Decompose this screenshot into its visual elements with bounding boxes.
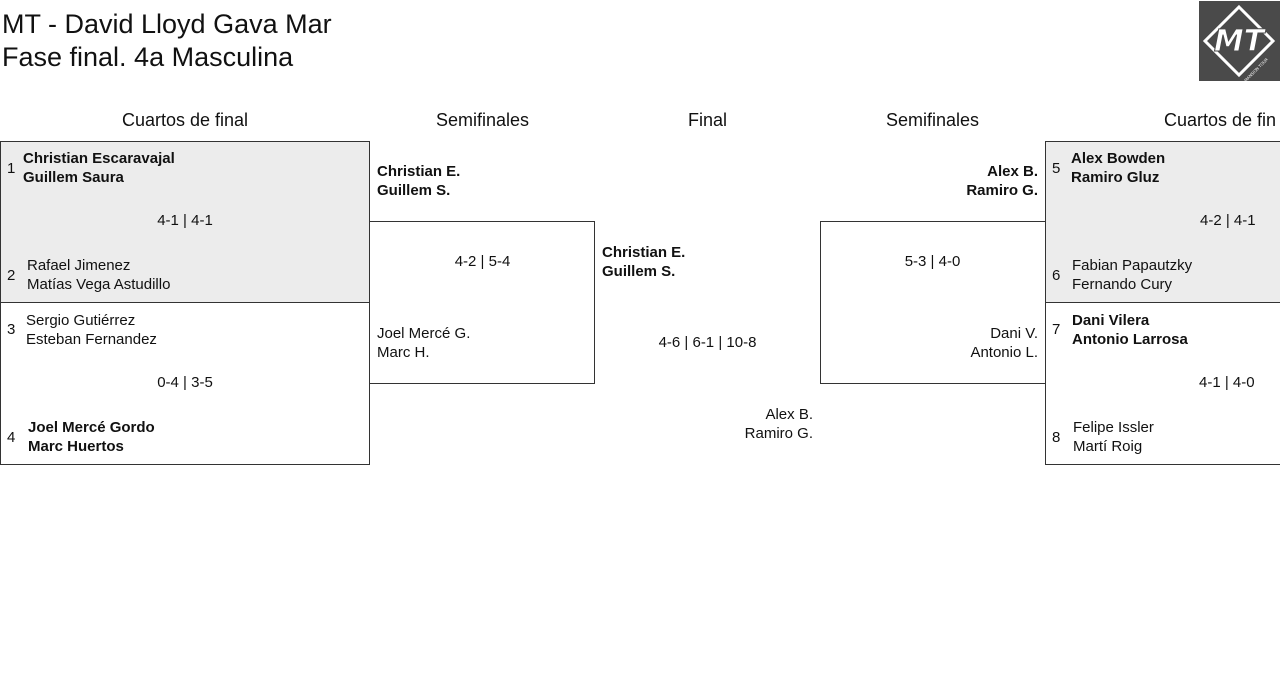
match-score: 0-4 | 3-5 — [157, 374, 213, 391]
semi-match-2 — [820, 221, 1046, 384]
player-name: Joel Mercé Gordo — [28, 419, 155, 436]
player-name: Ramiro G. — [966, 182, 1038, 199]
team-entry: Felipe Issler Martí Roig — [1073, 418, 1154, 456]
team-entry: Christian Escaravajal Guillem Saura — [23, 149, 175, 187]
team-entry: Alex B. Ramiro G. — [655, 405, 813, 443]
team-entry: Christian E. Guillem S. — [377, 162, 460, 200]
round-header-quarters-right: Cuartos de fin — [1164, 110, 1277, 130]
player-name: Sergio Gutiérrez — [26, 312, 136, 329]
team-entry: Joel Mercé Gordo Marc Huertos — [28, 418, 155, 456]
quarter-match-1 — [0, 141, 370, 303]
player-name: Esteban Fernandez — [26, 331, 157, 348]
team-entry: Alex B. Ramiro G. — [880, 162, 1038, 200]
round-header-semis-left: Semifinales — [435, 110, 530, 130]
title-line-2: Fase final. 4a Masculina — [2, 42, 294, 72]
player-name: Christian Escaravajal — [23, 150, 175, 167]
match-score: 4-2 | 5-4 — [454, 253, 511, 270]
seed-number: 3 — [7, 321, 16, 338]
seed-number: 5 — [1052, 160, 1061, 177]
team-entry: Joel Mercé G. Marc H. — [377, 324, 470, 362]
player-name: Marc H. — [377, 344, 430, 361]
team-entry: Dani Vilera Antonio Larrosa — [1072, 311, 1188, 349]
player-name: Fabian Papautzky — [1072, 257, 1193, 274]
round-header-semis-right: Semifinales — [885, 110, 980, 130]
page-title: MT - David Lloyd Gava Mar Fase final. 4a… — [2, 8, 332, 74]
player-name: Antonio Larrosa — [1072, 331, 1188, 348]
team-entry: Fabian Papautzky Fernando Cury — [1072, 256, 1192, 294]
player-name: Dani V. — [990, 325, 1038, 342]
tournament-logo: MT MANSION TOUR — [1199, 1, 1280, 81]
player-name: Martí Roig — [1073, 438, 1143, 455]
player-name: Guillem S. — [602, 263, 676, 280]
seed-number: 1 — [7, 160, 16, 177]
team-entry: Alex Bowden Ramiro Gluz — [1071, 149, 1165, 187]
player-name: Ramiro G. — [744, 425, 813, 442]
match-score: 5-3 | 4-0 — [904, 253, 961, 270]
round-header-final: Final — [687, 110, 727, 130]
seed-number: 4 — [7, 429, 16, 446]
seed-number: 2 — [7, 267, 16, 284]
player-name: Guillem S. — [377, 182, 451, 199]
player-name: Matías Vega Astudillo — [27, 276, 171, 293]
player-name: Felipe Issler — [1073, 419, 1154, 436]
player-name: Alex Bowden — [1071, 150, 1166, 167]
team-entry: Rafael Jimenez Matías Vega Astudillo — [27, 256, 170, 294]
player-name: Ramiro Gluz — [1071, 169, 1160, 186]
player-name: Antonio L. — [970, 344, 1038, 361]
seed-number: 7 — [1052, 321, 1061, 338]
team-entry: Dani V. Antonio L. — [880, 324, 1038, 362]
player-name: Guillem Saura — [23, 169, 124, 186]
player-name: Christian E. — [377, 163, 461, 180]
seed-number: 6 — [1052, 267, 1061, 284]
player-name: Fernando Cury — [1072, 276, 1173, 293]
seed-number: 8 — [1052, 429, 1061, 446]
logo-text: MT — [1214, 24, 1267, 59]
player-name: Rafael Jimenez — [27, 257, 131, 274]
player-name: Alex B. — [765, 406, 813, 423]
team-entry: Sergio Gutiérrez Esteban Fernandez — [26, 311, 157, 349]
logo-diamond-icon: MT MANSION TOUR — [1202, 4, 1276, 81]
match-score: 4-6 | 6-1 | 10-8 — [658, 334, 757, 351]
player-name: Marc Huertos — [28, 438, 124, 455]
player-name: Joel Mercé G. — [377, 325, 471, 342]
player-name: Alex B. — [987, 163, 1038, 180]
team-entry: Christian E. Guillem S. — [602, 243, 685, 281]
match-score: 4-2 | 4-1 — [1200, 212, 1256, 229]
match-score: 4-1 | 4-1 — [157, 212, 213, 229]
title-line-1: MT - David Lloyd Gava Mar — [2, 9, 332, 39]
semi-match-1 — [369, 221, 595, 384]
player-name: Dani Vilera — [1072, 312, 1150, 329]
round-header-quarters-left: Cuartos de final — [121, 110, 249, 130]
player-name: Christian E. — [602, 244, 686, 261]
match-score: 4-1 | 4-0 — [1199, 374, 1255, 391]
